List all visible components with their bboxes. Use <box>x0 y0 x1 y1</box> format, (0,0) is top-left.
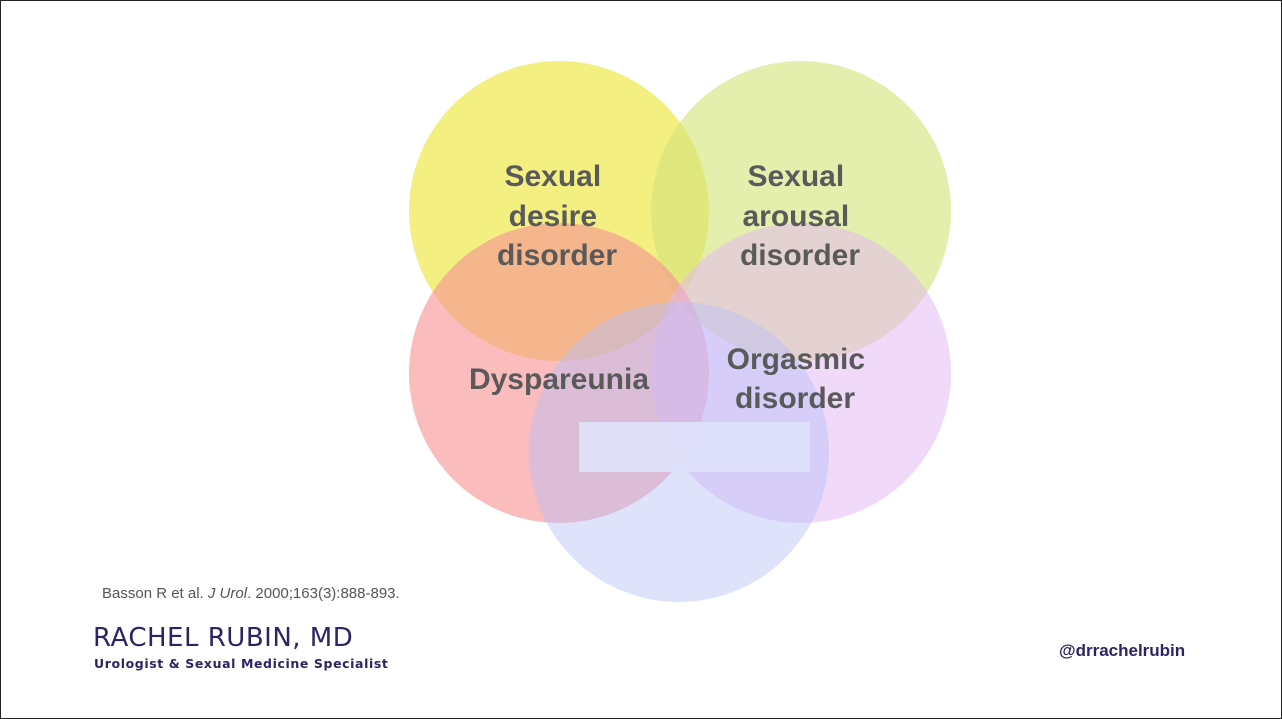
citation-details: . 2000;163(3):888-893. <box>247 585 400 602</box>
label-sexual-arousal-disorder: Sexual arousal disorder <box>740 160 860 272</box>
citation: Basson R et al. J Urol. 2000;163(3):888-… <box>102 585 400 602</box>
label-orgasmic-disorder: Orgasmic disorder <box>727 343 874 415</box>
social-handle: @drrachelrubin <box>1059 641 1186 660</box>
citation-journal: J Urol <box>207 585 248 602</box>
brand-subtitle: Urologist & Sexual Medicine Specialist <box>94 656 389 671</box>
citation-authors: Basson R et al. <box>102 585 204 602</box>
label-sexual-desire-disorder: Sexual desire disorder <box>497 160 617 272</box>
center-box <box>579 422 810 472</box>
label-dyspareunia: Dyspareunia <box>469 363 649 396</box>
brand-name: RACHEL RUBIN, MD <box>93 623 354 653</box>
